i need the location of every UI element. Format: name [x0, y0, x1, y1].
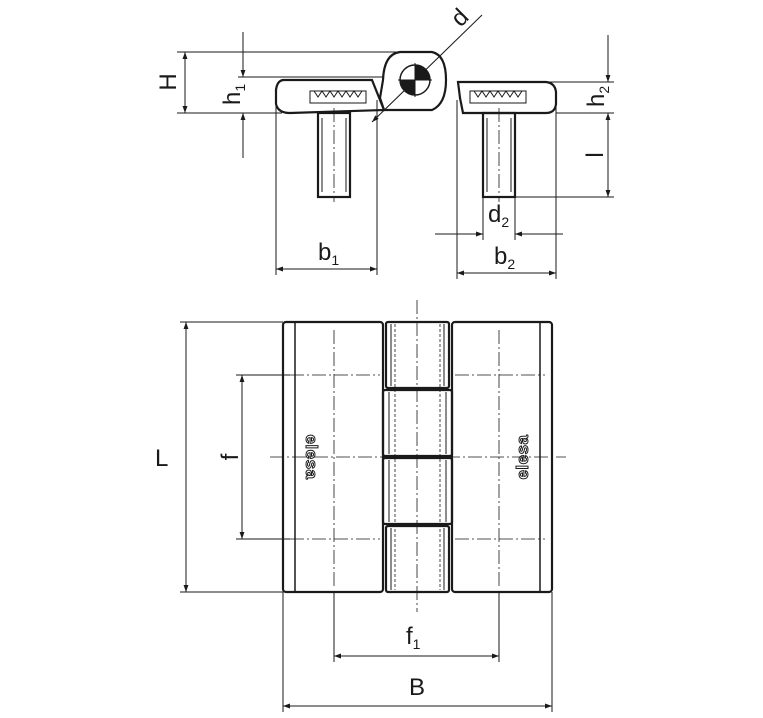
- knuckle-segment-4: [384, 524, 451, 594]
- label-b2: b2: [494, 243, 515, 272]
- knuckle-segment-1: [384, 320, 451, 390]
- right-logo: elesa: [513, 434, 532, 479]
- side-view: d H h1 h2 l d2: [155, 4, 614, 279]
- label-b1: b1: [318, 239, 339, 268]
- hinge-knuckle: [378, 50, 448, 112]
- front-view: elesa elesa L f f1 B: [155, 300, 566, 712]
- label-l: l: [582, 152, 609, 157]
- label-h1: h1: [219, 84, 248, 105]
- label-f: f: [217, 453, 244, 460]
- label-L: L: [155, 445, 168, 472]
- label-d: d: [446, 4, 475, 33]
- label-h2: h2: [583, 86, 612, 107]
- label-d2: d2: [488, 201, 509, 230]
- knuckle-segment-3: [381, 456, 454, 526]
- left-logo: elesa: [302, 434, 321, 479]
- knuckle-segment-2: [381, 388, 454, 458]
- label-B: B: [409, 674, 425, 701]
- label-f1: f1: [406, 623, 421, 652]
- label-H: H: [155, 73, 182, 90]
